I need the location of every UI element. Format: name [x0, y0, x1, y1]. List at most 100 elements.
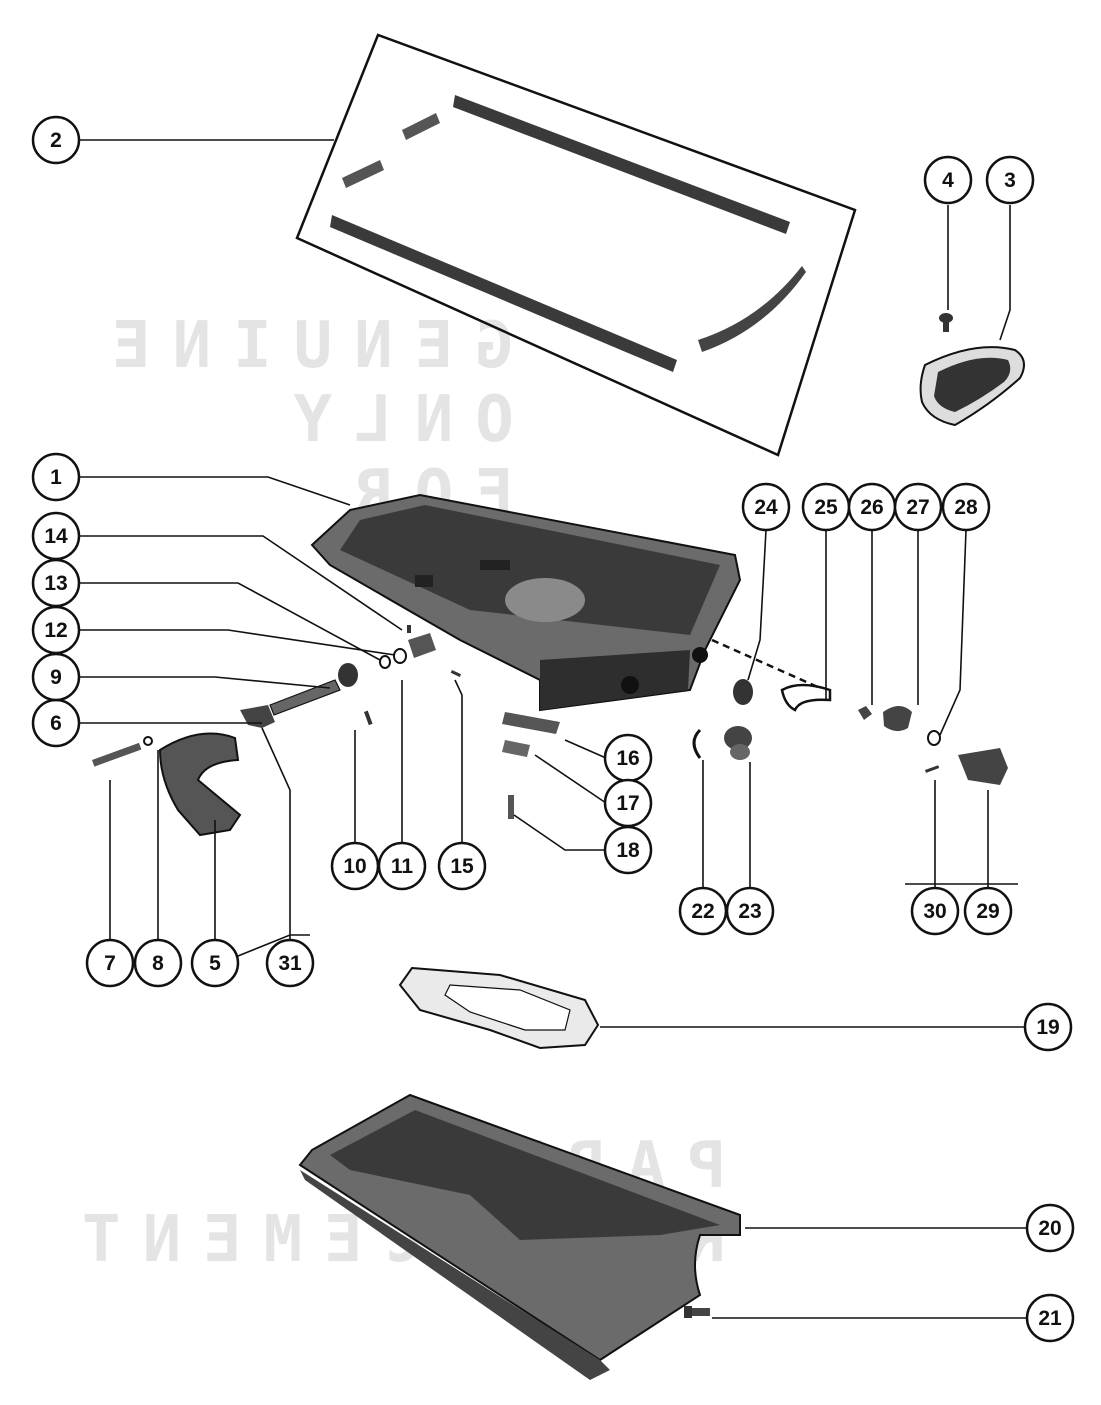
link-path	[711, 638, 821, 690]
callout-22: 22	[678, 886, 728, 936]
callout-number: 31	[278, 952, 302, 975]
callout-number: 9	[50, 666, 62, 689]
o-ring	[927, 730, 941, 746]
callout-13: 13	[31, 558, 81, 608]
small-washer-b	[393, 648, 407, 664]
plug	[733, 679, 753, 705]
callout-7: 7	[85, 938, 135, 988]
latch-screw	[508, 795, 514, 819]
callout-number: 2	[50, 129, 62, 152]
callout-28: 28	[941, 482, 991, 532]
callout-3: 3	[985, 155, 1035, 205]
callout-26: 26	[847, 482, 897, 532]
knob-mount	[883, 706, 912, 732]
roll-pin	[924, 765, 940, 773]
clip	[692, 728, 702, 759]
callout-circle	[377, 841, 427, 891]
latch-pad	[502, 740, 530, 757]
cover-plate	[919, 346, 1025, 427]
callout-circle	[31, 115, 81, 165]
callout-number: 17	[616, 792, 639, 815]
callout-number: 25	[814, 496, 838, 519]
callout-circle	[923, 155, 973, 205]
callout-29: 29	[963, 886, 1013, 936]
lever-bracket	[240, 705, 275, 728]
callout-circle	[741, 482, 791, 532]
callout-number: 10	[343, 855, 366, 878]
callout-10: 10	[330, 841, 380, 891]
callout-circle	[603, 825, 653, 875]
callout-21: 21	[1025, 1293, 1075, 1343]
callout-number: 12	[44, 619, 67, 642]
callout-circle	[85, 938, 135, 988]
callout-circle	[265, 938, 315, 988]
callout-number: 24	[754, 496, 778, 519]
callout-circle	[985, 155, 1035, 205]
callout-number: 20	[1038, 1217, 1061, 1240]
callout-circle	[31, 452, 81, 502]
bolt	[91, 742, 142, 767]
callout-number: 23	[738, 900, 761, 923]
latch-plate	[502, 712, 560, 734]
callout-number: 7	[104, 952, 116, 975]
lever-handle	[158, 732, 242, 837]
gasket	[398, 966, 600, 1050]
callout-circle	[1025, 1293, 1075, 1343]
callout-circle	[437, 841, 487, 891]
callout-25: 25	[801, 482, 851, 532]
callout-17: 17	[603, 778, 653, 828]
callout-5: 5	[190, 938, 240, 988]
callout-number: 28	[954, 496, 978, 519]
callout-number: 13	[44, 572, 67, 595]
callout-circle	[190, 938, 240, 988]
callout-number: 1	[50, 466, 62, 489]
small-pin	[450, 670, 462, 677]
callout-16: 16	[603, 733, 653, 783]
pan-screw	[684, 1306, 710, 1318]
small-washer-a	[379, 655, 391, 669]
callout-circle	[910, 886, 960, 936]
callout-number: 18	[616, 839, 640, 862]
bushing	[338, 663, 358, 687]
callout-number: 3	[1004, 169, 1016, 192]
plate-screw	[939, 313, 953, 332]
callout-number: 21	[1038, 1307, 1062, 1330]
lower-pan	[298, 1093, 741, 1380]
callout-20: 20	[1025, 1203, 1075, 1253]
callout-4: 4	[923, 155, 973, 205]
callout-11: 11	[377, 841, 427, 891]
callout-number: 22	[691, 900, 714, 923]
callout-8: 8	[133, 938, 183, 988]
washer	[143, 736, 153, 746]
callout-number: 26	[860, 496, 883, 519]
callout-number: 16	[616, 747, 639, 770]
set-screw	[407, 625, 411, 633]
callout-number: 30	[923, 900, 946, 923]
callout-6: 6	[31, 698, 81, 748]
bottom-cowl	[310, 493, 742, 712]
callout-24: 24	[741, 482, 791, 532]
callout-circle	[1023, 1002, 1073, 1052]
callout-circle	[963, 886, 1013, 936]
leader-lines	[79, 139, 1027, 1319]
callout-30: 30	[910, 886, 960, 936]
callout-19: 19	[1023, 1002, 1073, 1052]
callout-number: 8	[152, 952, 164, 975]
callout-18: 18	[603, 825, 653, 875]
shaft	[269, 679, 341, 716]
callout-number: 29	[976, 900, 999, 923]
callout-number: 19	[1036, 1016, 1059, 1039]
callout-number: 11	[391, 855, 414, 878]
callout-2: 2	[31, 115, 81, 165]
callout-number: 14	[44, 525, 68, 548]
link	[780, 683, 832, 712]
callout-31: 31	[265, 938, 315, 988]
callout-circle	[893, 482, 943, 532]
callout-number: 4	[942, 169, 954, 192]
callout-9: 9	[31, 652, 81, 702]
callout-circle	[941, 482, 991, 532]
callout-number: 27	[906, 496, 929, 519]
callout-circle	[133, 938, 183, 988]
callout-number: 6	[50, 712, 62, 735]
